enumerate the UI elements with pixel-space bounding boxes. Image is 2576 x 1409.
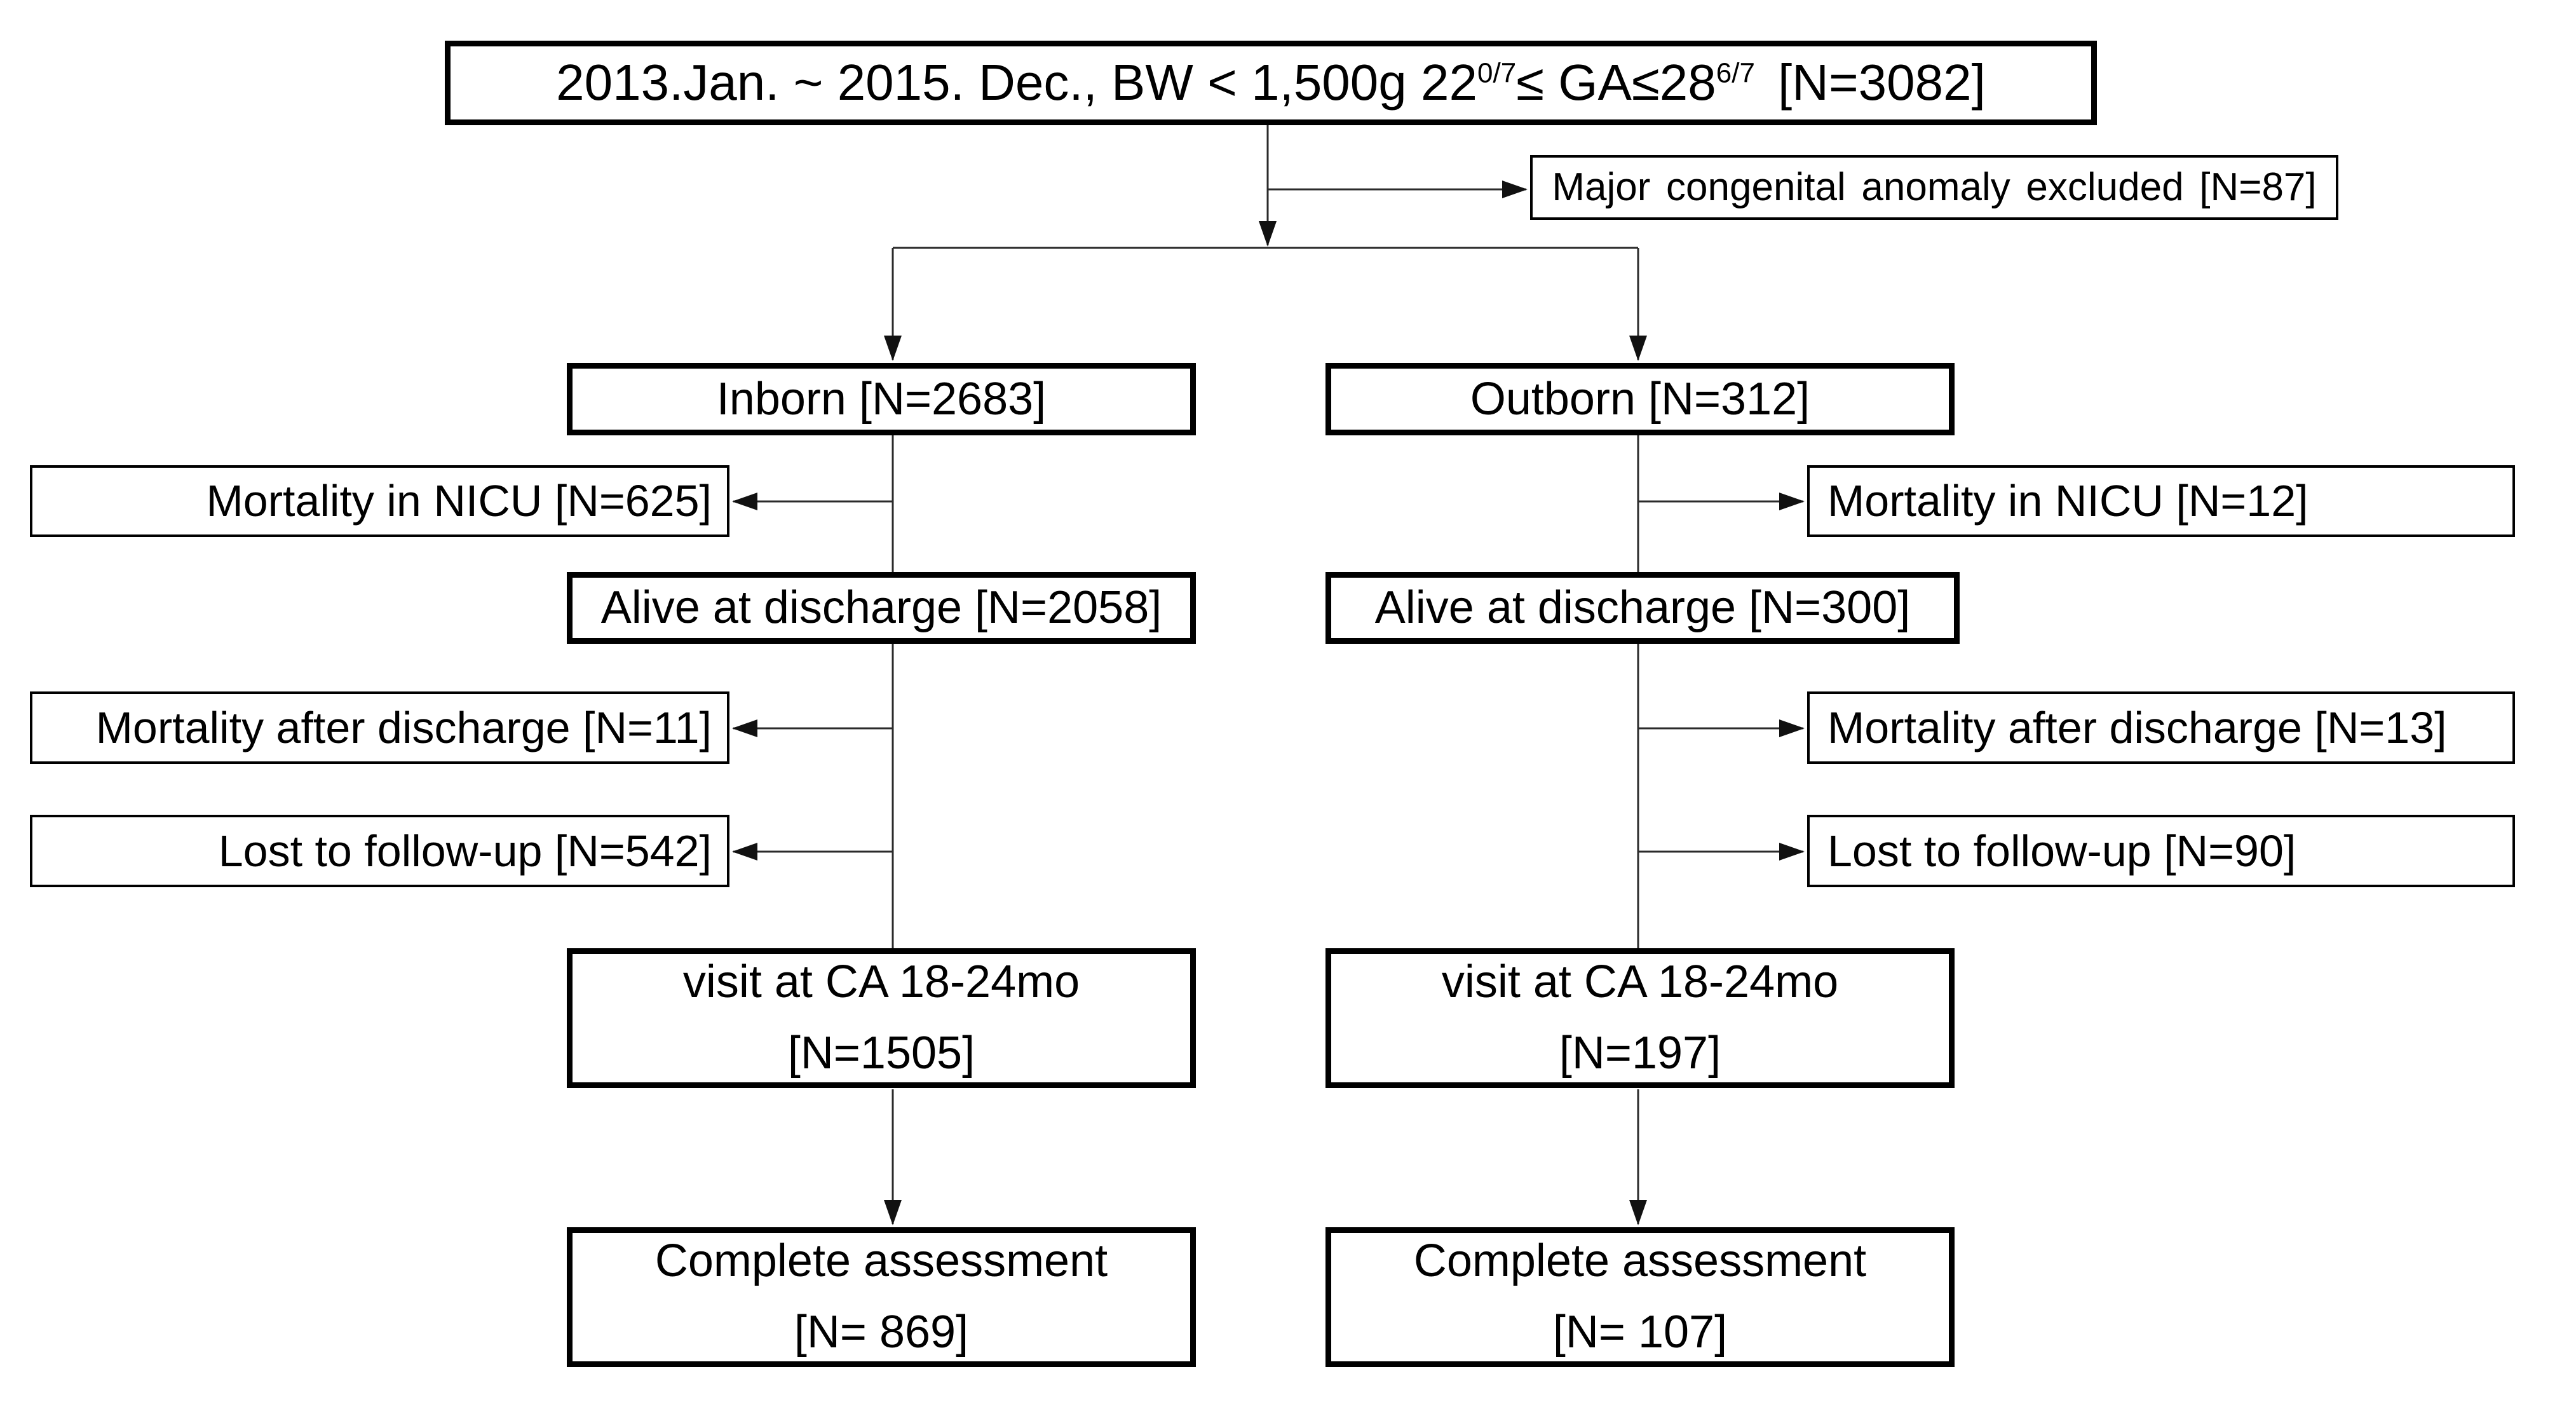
- box-complete-assessment-outborn: Complete assessment [N= 107]: [1325, 1227, 1955, 1367]
- eligibility-text: 2013.Jan. ~ 2015. Dec., BW < 1,500g 220/…: [556, 53, 1986, 112]
- box-visit-inborn: visit at CA 18-24mo [N=1505]: [567, 948, 1196, 1088]
- mortality-nicu-inborn-label: Mortality in NICU [N=625]: [206, 476, 712, 526]
- excluded-label: Major congenital anomaly excluded [N=87]: [1552, 165, 2317, 210]
- mortality-nicu-outborn-label: Mortality in NICU [N=12]: [1827, 476, 2308, 526]
- mortality-after-outborn-label: Mortality after discharge [N=13]: [1827, 702, 2447, 752]
- complete-inborn-n: [N= 869]: [794, 1307, 969, 1358]
- box-excluded-anomaly: Major congenital anomaly excluded [N=87]: [1530, 155, 2338, 220]
- outborn-label: Outborn [N=312]: [1470, 373, 1810, 425]
- box-outborn: Outborn [N=312]: [1325, 363, 1955, 435]
- box-alive-discharge-outborn: Alive at discharge [N=300]: [1325, 572, 1960, 644]
- visit-inborn-n: [N=1505]: [787, 1028, 975, 1079]
- eligibility-sup-ga-low: 0/7: [1477, 57, 1517, 89]
- box-mortality-nicu-outborn: Mortality in NICU [N=12]: [1807, 465, 2515, 537]
- box-visit-outborn: visit at CA 18-24mo [N=197]: [1325, 948, 1955, 1088]
- complete-inborn-line1: Complete assessment: [654, 1235, 1108, 1287]
- box-lost-follow-up-outborn: Lost to follow-up [N=90]: [1807, 815, 2515, 887]
- box-mortality-nicu-inborn: Mortality in NICU [N=625]: [30, 465, 729, 537]
- visit-outborn-line1: visit at CA 18-24mo: [1441, 956, 1839, 1008]
- box-inborn: Inborn [N=2683]: [567, 363, 1196, 435]
- box-mortality-after-discharge-inborn: Mortality after discharge [N=11]: [30, 691, 729, 764]
- complete-outborn-n: [N= 107]: [1552, 1307, 1728, 1358]
- eligibility-n: [N=3082]: [1777, 54, 1986, 111]
- visit-inborn-line1: visit at CA 18-24mo: [682, 956, 1080, 1008]
- box-eligibility-title: 2013.Jan. ~ 2015. Dec., BW < 1,500g 220/…: [445, 41, 2097, 125]
- inborn-label: Inborn [N=2683]: [716, 373, 1047, 425]
- box-alive-discharge-inborn: Alive at discharge [N=2058]: [567, 572, 1196, 644]
- alive-discharge-outborn-label: Alive at discharge [N=300]: [1374, 582, 1911, 634]
- alive-discharge-inborn-label: Alive at discharge [N=2058]: [600, 582, 1162, 634]
- eligibility-sup-ga-high: 6/7: [1716, 57, 1755, 89]
- lost-follow-up-inborn-label: Lost to follow-up [N=542]: [218, 826, 712, 876]
- mortality-after-inborn-label: Mortality after discharge [N=11]: [95, 702, 712, 752]
- lost-follow-up-outborn-label: Lost to follow-up [N=90]: [1827, 826, 2296, 876]
- box-mortality-after-discharge-outborn: Mortality after discharge [N=13]: [1807, 691, 2515, 764]
- visit-outborn-n: [N=197]: [1559, 1028, 1721, 1079]
- complete-outborn-line1: Complete assessment: [1413, 1235, 1867, 1287]
- eligibility-prefix: 2013.Jan. ~ 2015. Dec., BW < 1,500g 22: [556, 54, 1477, 111]
- box-lost-follow-up-inborn: Lost to follow-up [N=542]: [30, 815, 729, 887]
- box-complete-assessment-inborn: Complete assessment [N= 869]: [567, 1227, 1196, 1367]
- eligibility-mid: ≤ GA≤28: [1516, 54, 1716, 111]
